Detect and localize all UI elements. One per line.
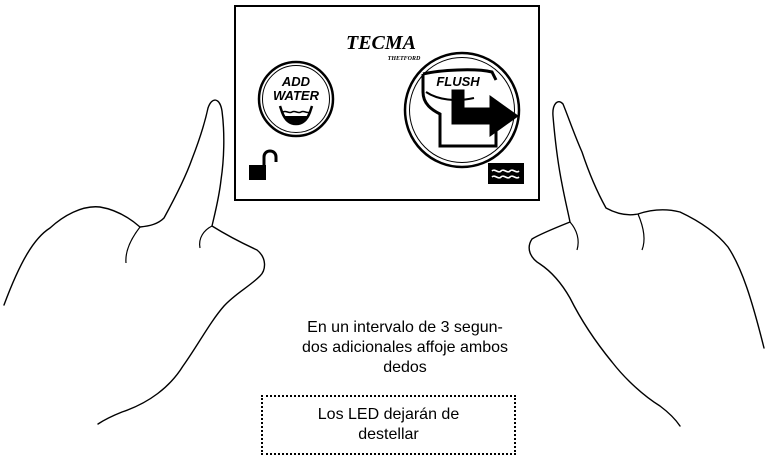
water-level-icon	[488, 163, 524, 184]
left-hand-details	[125, 225, 213, 264]
add-water-label-line2: WATER	[273, 88, 320, 103]
right-hand-details	[569, 213, 645, 251]
left-hand	[3, 99, 266, 425]
unlocked-padlock-icon	[249, 149, 278, 180]
flush-button[interactable]: FLUSH	[403, 51, 521, 169]
brand-logo: TECMA	[346, 32, 416, 54]
instruction-text: En un intervalo de 3 segun-dos adicional…	[301, 319, 509, 376]
flush-label: FLUSH	[436, 74, 480, 89]
right-hand	[528, 100, 765, 427]
add-water-button[interactable]: ADD WATER	[257, 60, 335, 138]
bowl-water-icon	[278, 105, 314, 126]
brand-sub: THETFORD	[388, 56, 421, 62]
note-text: Los LED dejarán de destellar	[317, 406, 460, 443]
add-water-label-line1: ADD	[281, 74, 311, 89]
flush-bowl-icon	[421, 68, 498, 148]
note-box: Los LED dejarán de destellar	[261, 395, 516, 455]
flush-arrow-icon	[451, 89, 519, 137]
